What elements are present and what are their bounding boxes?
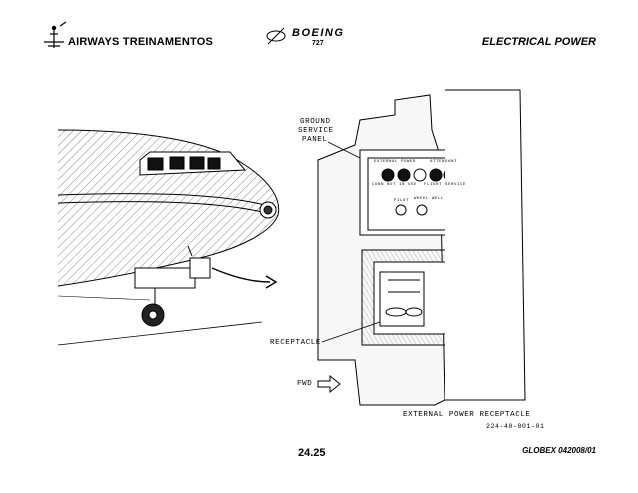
aircraft-nose <box>57 129 280 346</box>
figure-caption: EXTERNAL POWER RECEPTACLE <box>403 411 531 419</box>
brand-name: BOEING <box>292 27 345 39</box>
panel-label-wheel-well: WHEEL WELL <box>414 197 445 201</box>
forward-arrow <box>317 374 341 394</box>
aircraft-model: 727 <box>312 40 324 47</box>
callout-arrow <box>211 267 271 283</box>
figure-code: 224-40-001-01 <box>486 423 545 430</box>
label-fwd: FWD <box>297 380 313 388</box>
document-reference: GLOBEX 042008/01 <box>522 446 596 455</box>
label-ground: GROUND <box>300 118 331 126</box>
label-panel: PANEL <box>302 136 328 144</box>
ground-service-panel-enclosure <box>317 89 526 406</box>
page-number: 24.25 <box>298 447 326 459</box>
panel-label-conn-not-in-use: CONN NOT IN USE <box>372 183 418 187</box>
company-title: AIRWAYS TREINAMENTOS <box>68 36 213 48</box>
section-title: ELECTRICAL POWER <box>481 36 596 48</box>
panel-label-pilot: PILOT <box>394 199 410 203</box>
label-service: SERVICE <box>298 127 334 135</box>
label-receptacle: RECEPTACLE <box>270 339 322 347</box>
panel-label-external-power: EXTERNAL POWER <box>374 160 417 164</box>
panel-label-attendant: ATTENDANT <box>430 160 458 164</box>
panel-label-flight-service: FLIGHT SERVICE <box>424 183 467 187</box>
